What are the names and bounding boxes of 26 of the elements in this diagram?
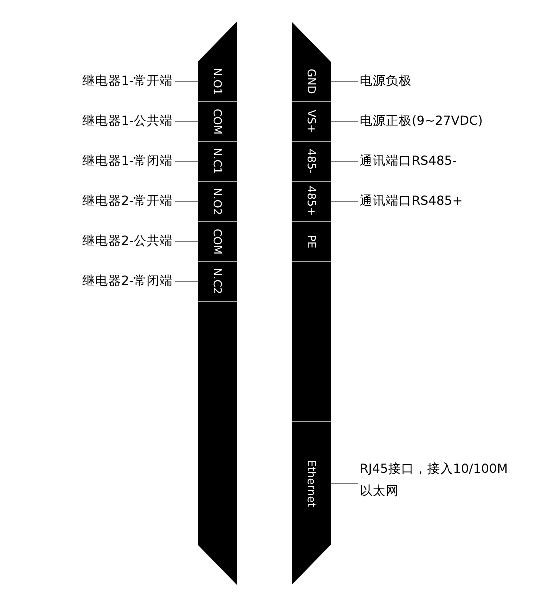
pin-description: 通讯端口RS485- xyxy=(360,150,530,172)
pin-description: 继电器2-公共端 xyxy=(60,230,173,252)
terminal-strip xyxy=(292,22,331,585)
terminal-label: COM xyxy=(198,222,237,262)
pin-description: 电源负极 xyxy=(360,70,530,92)
pin-description: 电源正极(9~27VDC) xyxy=(360,110,530,132)
terminal-label: VS+ xyxy=(292,102,331,142)
terminal-label: N.C1 xyxy=(198,142,237,182)
terminal-label: COM xyxy=(198,102,237,142)
terminal-label: 485- xyxy=(292,142,331,182)
terminal-label: Ethernet xyxy=(292,422,331,545)
pin-description: 继电器1-公共端 xyxy=(60,110,173,132)
pin-description: 通讯端口RS485+ xyxy=(360,190,530,212)
pin-description: 继电器1-常闭端 xyxy=(60,150,173,172)
terminal-label: N.O1 xyxy=(198,62,237,102)
terminal-label: GND xyxy=(292,62,331,102)
terminal-label: N.C2 xyxy=(198,262,237,302)
pin-description: 继电器1-常开端 xyxy=(60,70,173,92)
pin-description: RJ45接口，接入10/100M以太网 xyxy=(360,458,520,502)
pin-description: 继电器2-常开端 xyxy=(60,190,173,212)
terminal-label: N.O2 xyxy=(198,182,237,222)
leader-line xyxy=(330,483,358,484)
terminal-label: 485+ xyxy=(292,182,331,222)
terminal-strip xyxy=(198,22,237,585)
terminal-label: PE xyxy=(292,222,331,262)
pin-description: 继电器2-常闭端 xyxy=(60,270,173,292)
